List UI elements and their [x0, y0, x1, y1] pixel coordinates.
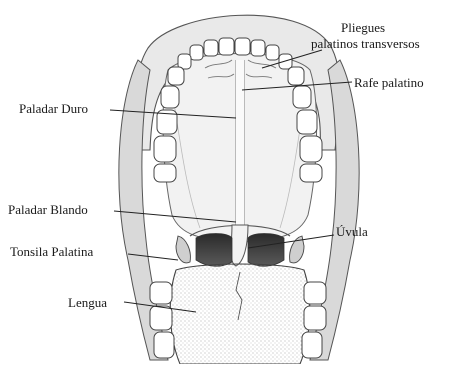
label-tonsila-palatina: Tonsila Palatina [10, 244, 93, 259]
label-uvula: Úvula [336, 224, 368, 239]
raphe-fill [236, 60, 244, 225]
label-pliegues-2: palatinos transversos [311, 36, 420, 51]
label-lengua: Lengua [68, 295, 107, 310]
label-rafe-palatino: Rafe palatino [354, 75, 424, 90]
label-paladar-blando: Paladar Blando [8, 202, 88, 217]
uvula-shape [231, 225, 248, 266]
left-tonsil [176, 236, 190, 263]
tongue-shape [170, 264, 310, 364]
label-pliegues-1: Pliegues [341, 20, 385, 35]
label-paladar-duro: Paladar Duro [19, 101, 88, 116]
